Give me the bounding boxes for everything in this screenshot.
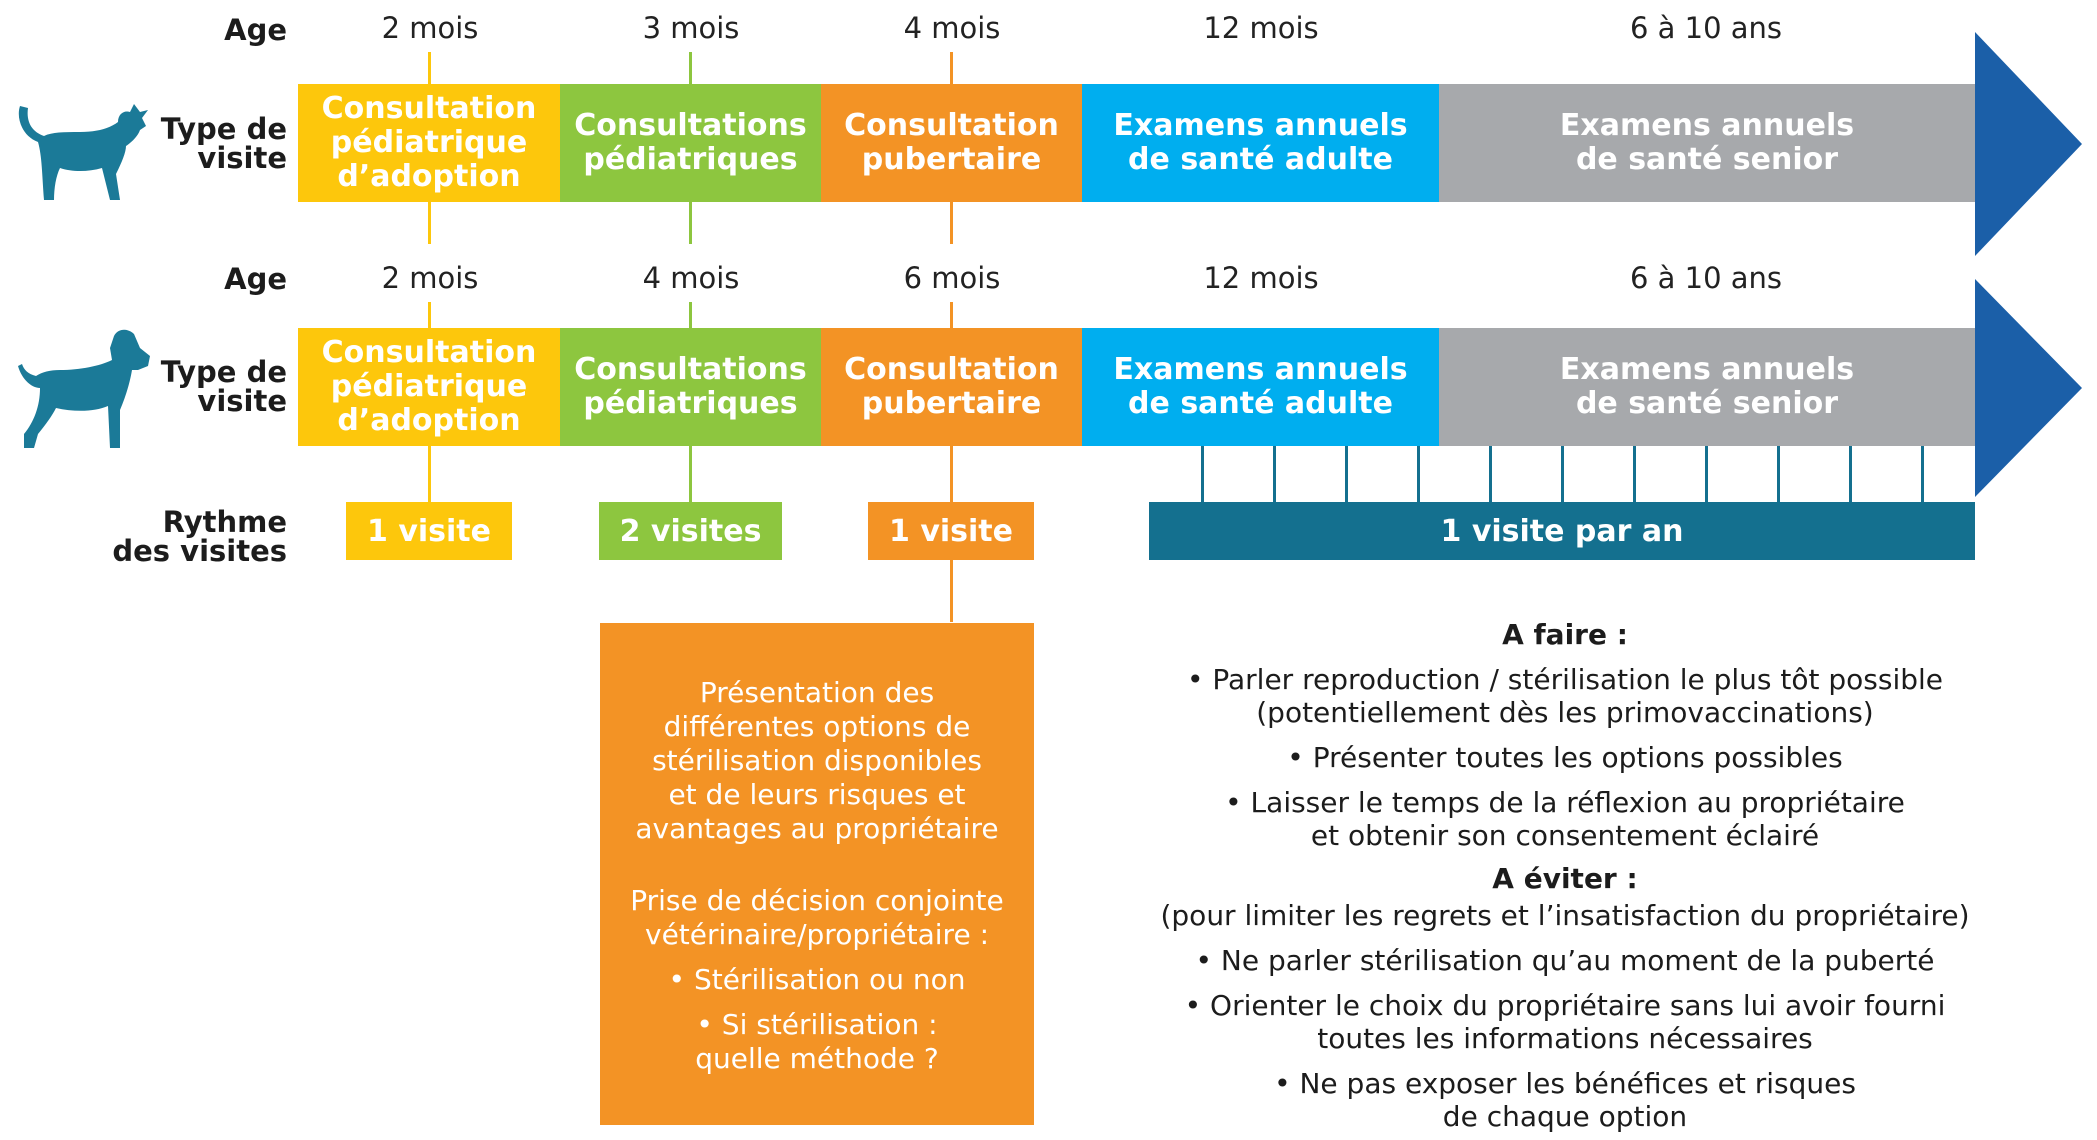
a-eviter-item-2: • Orienter le choix du propriétaire sans… [1184, 989, 1946, 1055]
info-box-paragraph-1: Présentation des différentes options de … [635, 676, 999, 845]
dog-age-4: 12 mois [1203, 261, 1319, 295]
cat-age-5: 6 à 10 ans [1629, 11, 1783, 45]
cat-segment-puberty: Consultation pubertaire [821, 84, 1082, 202]
dog-age-5: 6 à 10 ans [1629, 261, 1783, 295]
cat-age-2: 3 mois [642, 11, 740, 45]
cat-segment-pediatric: Consultations pédiatriques [560, 84, 821, 202]
cat-age-3: 4 mois [903, 11, 1001, 45]
a-faire-title: A faire : [1502, 618, 1628, 651]
annual-tick [1417, 446, 1420, 502]
a-eviter-title: A éviter : [1492, 862, 1638, 895]
rhythm-box-pediatric: 2 visites [599, 502, 782, 560]
rhythm-box-annual: 1 visite par an [1149, 502, 1975, 560]
type-label-cat: Type de visite [160, 112, 287, 175]
info-box-paragraph-2: Prise de décision conjointe vétérinaire/… [630, 884, 1004, 951]
dog-age-3: 6 mois [903, 261, 1001, 295]
recommendations-panel: A faire : • Parler reproduction / stéril… [1120, 618, 2010, 1133]
cat-age-1: 2 mois [381, 11, 479, 45]
a-faire-item-2: • Présenter toutes les options possibles [1287, 741, 1843, 774]
cat-segment-senior: Examens annuels de santé senior [1439, 84, 1975, 202]
dog-segment-adoption: Consultation pédiatrique d’adoption [298, 328, 560, 446]
cat-segment-adoption: Consultation pédiatrique d’adoption [298, 84, 560, 202]
annual-tick [1633, 446, 1636, 502]
age-label-cat: Age [224, 13, 287, 47]
a-eviter-item-3: • Ne pas exposer les bénéfices et risque… [1274, 1067, 1856, 1133]
dog-connector-3 [950, 302, 953, 622]
annual-tick [1921, 446, 1924, 502]
cat-timeline-arrowhead [1975, 32, 2082, 256]
info-box-bullet-1: • Stérilisation ou non [668, 963, 966, 996]
a-faire-item-3: • Laisser le temps de la réflexion au pr… [1225, 786, 1905, 852]
annual-tick [1561, 446, 1564, 502]
annual-tick [1849, 446, 1852, 502]
annual-tick [1777, 446, 1780, 502]
sterilisation-info-box: Présentation des différentes options de … [600, 623, 1034, 1125]
a-eviter-item-1: • Ne parler stérilisation qu’au moment d… [1195, 944, 1935, 977]
annual-tick [1705, 446, 1708, 502]
cat-age-4: 12 mois [1203, 11, 1319, 45]
annual-tick [1345, 446, 1348, 502]
annual-tick [1489, 446, 1492, 502]
rhythm-box-adoption: 1 visite [346, 502, 512, 560]
cat-segment-adult: Examens annuels de santé adulte [1082, 84, 1439, 202]
cat-icon [18, 104, 148, 200]
dog-segment-puberty: Consultation pubertaire [821, 328, 1082, 446]
a-eviter-subtitle: (pour limiter les regrets et l’insatisfa… [1160, 899, 1970, 932]
a-faire-item-1: • Parler reproduction / stérilisation le… [1186, 663, 1944, 729]
rythme-label: Rythme des visites [112, 505, 287, 568]
dog-segment-pediatric: Consultations pédiatriques [560, 328, 821, 446]
dog-age-2: 4 mois [642, 261, 740, 295]
age-label-dog: Age [224, 262, 287, 296]
info-box-bullet-2: • Si stérilisation : quelle méthode ? [695, 1008, 939, 1075]
dog-segment-senior: Examens annuels de santé senior [1439, 328, 1975, 446]
dog-age-1: 2 mois [381, 261, 479, 295]
dog-segment-adult: Examens annuels de santé adulte [1082, 328, 1439, 446]
annual-tick [1273, 446, 1276, 502]
rhythm-box-puberty: 1 visite [868, 502, 1034, 560]
dog-timeline-arrowhead [1975, 279, 2082, 497]
annual-tick [1201, 446, 1204, 502]
type-label-dog: Type de visite [160, 355, 287, 418]
dog-icon [18, 329, 150, 448]
